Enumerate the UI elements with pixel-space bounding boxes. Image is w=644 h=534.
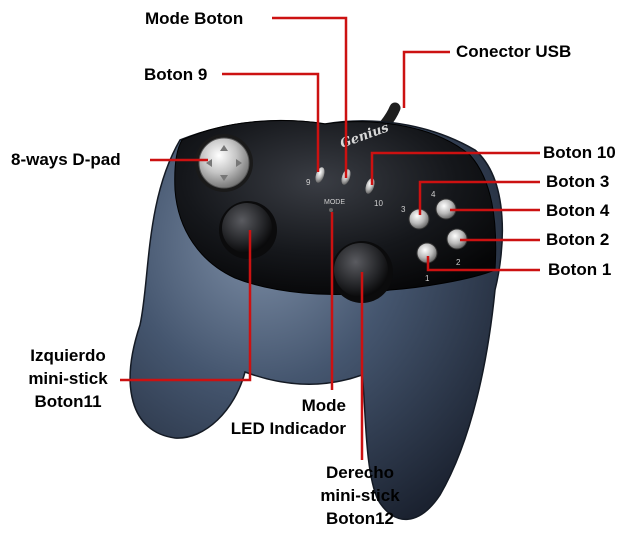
leader-boton-9 xyxy=(222,72,320,172)
dpad-arrow-up xyxy=(220,145,228,151)
left-mini-stick[interactable] xyxy=(222,203,272,253)
label-boton-9: Boton 9 xyxy=(144,65,208,84)
label-mode-boton: Mode Boton xyxy=(145,9,244,28)
dpad-disc[interactable] xyxy=(198,137,250,189)
dpad-arrow-right xyxy=(236,159,242,167)
button-number-10: 10 xyxy=(374,199,383,208)
button-number-3: 3 xyxy=(401,205,406,214)
label-boton-4: Boton 4 xyxy=(546,201,610,220)
label-boton-1: Boton 1 xyxy=(548,260,612,279)
label-mode-led: Mode LED Indicador xyxy=(198,394,346,440)
label-boton-3: Boton 3 xyxy=(546,172,610,191)
dpad-arrow-left xyxy=(206,159,212,167)
button-number-2: 2 xyxy=(456,258,461,267)
leader-left-stick xyxy=(120,230,252,382)
leader-boton-1 xyxy=(426,256,540,272)
label-dpad: 8-ways D-pad xyxy=(11,150,121,169)
label-right-stick: Derecho mini-stick Boton12 xyxy=(304,461,416,530)
label-conector-usb: Conector USB xyxy=(456,42,572,61)
leader-mode-boton xyxy=(272,16,348,178)
label-right-stick-line-1: Derecho xyxy=(325,463,395,482)
button-number-1: 1 xyxy=(425,274,430,283)
button-number-4: 4 xyxy=(431,190,436,199)
label-left-stick: Izquierdo mini-stick Boton11 xyxy=(12,344,124,413)
dpad-arrow-down xyxy=(220,175,228,181)
right-mini-stick[interactable] xyxy=(334,243,388,297)
label-left-stick-line-3: Boton11 xyxy=(34,392,102,411)
label-left-stick-line-1: Izquierdo xyxy=(30,346,106,365)
button-number-9: 9 xyxy=(306,178,311,187)
leader-conector-usb xyxy=(402,50,450,108)
label-mode-led-line-1: Mode xyxy=(301,396,346,415)
label-boton-2: Boton 2 xyxy=(546,230,610,249)
mode-led xyxy=(329,208,333,212)
leader-lines xyxy=(120,16,540,460)
leader-boton-10 xyxy=(370,151,540,185)
leader-boton-3 xyxy=(418,180,540,215)
label-right-stick-line-2: mini-stick xyxy=(320,486,400,505)
label-boton-10: Boton 10 xyxy=(543,143,616,162)
label-mode-led-line-2: LED Indicador xyxy=(230,419,346,438)
label-right-stick-line-3: Boton12 xyxy=(326,509,394,528)
label-left-stick-line-2: mini-stick xyxy=(28,369,108,388)
mode-text: MODE xyxy=(324,199,345,206)
